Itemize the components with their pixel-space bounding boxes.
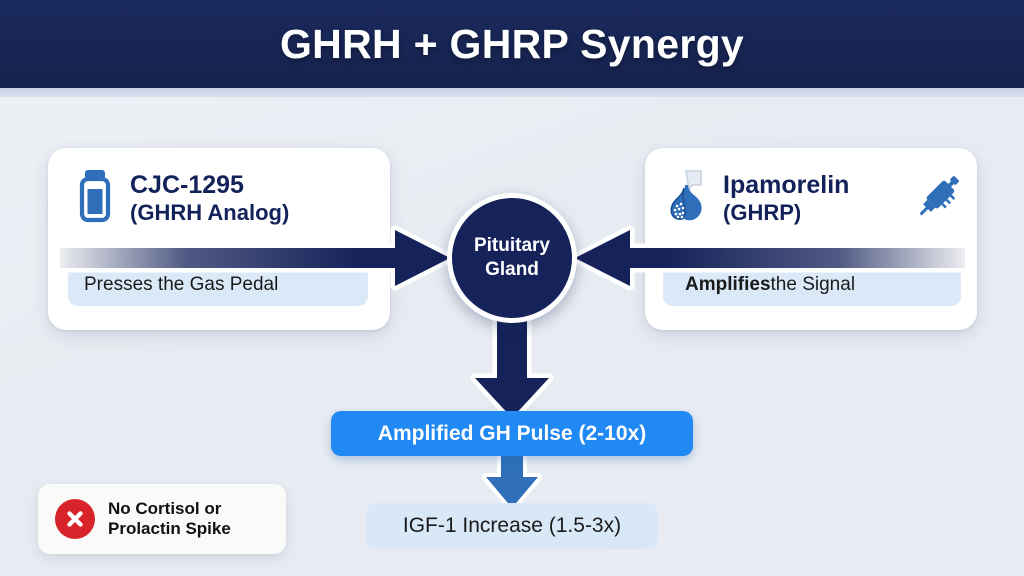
pituitary-gland-icon <box>659 168 709 229</box>
arrow-gh-pulse-to-igf <box>482 448 542 512</box>
card-ipamorelin[interactable]: Ipamorelin (GHRP) <box>645 148 977 330</box>
center-node-pituitary-gland[interactable]: Pituitary Gland <box>447 193 577 323</box>
card-right-header: Ipamorelin (GHRP) <box>659 168 967 229</box>
safety-badge-text: No Cortisol or Prolactin Spike <box>108 499 231 540</box>
arrow-center-to-gh-pulse <box>470 315 554 423</box>
card-right-titles: Ipamorelin (GHRP) <box>723 171 849 226</box>
header-banner: GHRH + GHRP Synergy <box>0 0 1024 88</box>
gh-pulse-box[interactable]: Amplified GH Pulse (2-10x) <box>331 411 693 456</box>
vial-icon <box>74 168 116 229</box>
safety-badge-line1: No Cortisol or <box>108 498 222 518</box>
center-node-line1: Pituitary <box>473 234 551 256</box>
safety-badge-line2: Prolactin Spike <box>108 519 231 538</box>
card-left-header: CJC-1295 (GHRH Analog) <box>74 168 289 229</box>
igf-increase-box[interactable]: IGF-1 Increase (1.5-3x) <box>366 503 658 549</box>
card-left-subtitle: (GHRH Analog) <box>130 200 290 226</box>
header-underline <box>0 88 1024 97</box>
card-left-pill: Presses the Gas Pedal <box>68 264 368 306</box>
gh-pulse-label: Amplified GH Pulse (2-10x) <box>377 421 647 445</box>
center-node-line2: Gland <box>485 259 539 280</box>
igf-label: IGF-1 Increase (1.5-3x) <box>402 514 622 537</box>
card-right-pill: Amplifies the Signal <box>663 264 961 306</box>
card-right-pill-rest: the Signal <box>770 274 856 295</box>
card-cjc-1295[interactable]: CJC-1295 (GHRH Analog) Presses the Gas P… <box>48 148 390 330</box>
card-left-pill-label: Presses the Gas Pedal <box>84 274 279 295</box>
card-right-pill-bold: Amplifies <box>685 274 771 295</box>
syringe-icon <box>911 168 967 229</box>
card-right-title: Ipamorelin <box>723 171 850 200</box>
page-title: GHRH + GHRP Synergy <box>279 20 745 67</box>
safety-badge-no-cortisol[interactable]: No Cortisol or Prolactin Spike <box>38 484 286 554</box>
x-circle-icon <box>55 499 95 539</box>
card-right-subtitle: (GHRP) <box>723 200 802 226</box>
card-left-title: CJC-1295 <box>130 171 244 200</box>
card-left-titles: CJC-1295 (GHRH Analog) <box>130 171 289 226</box>
